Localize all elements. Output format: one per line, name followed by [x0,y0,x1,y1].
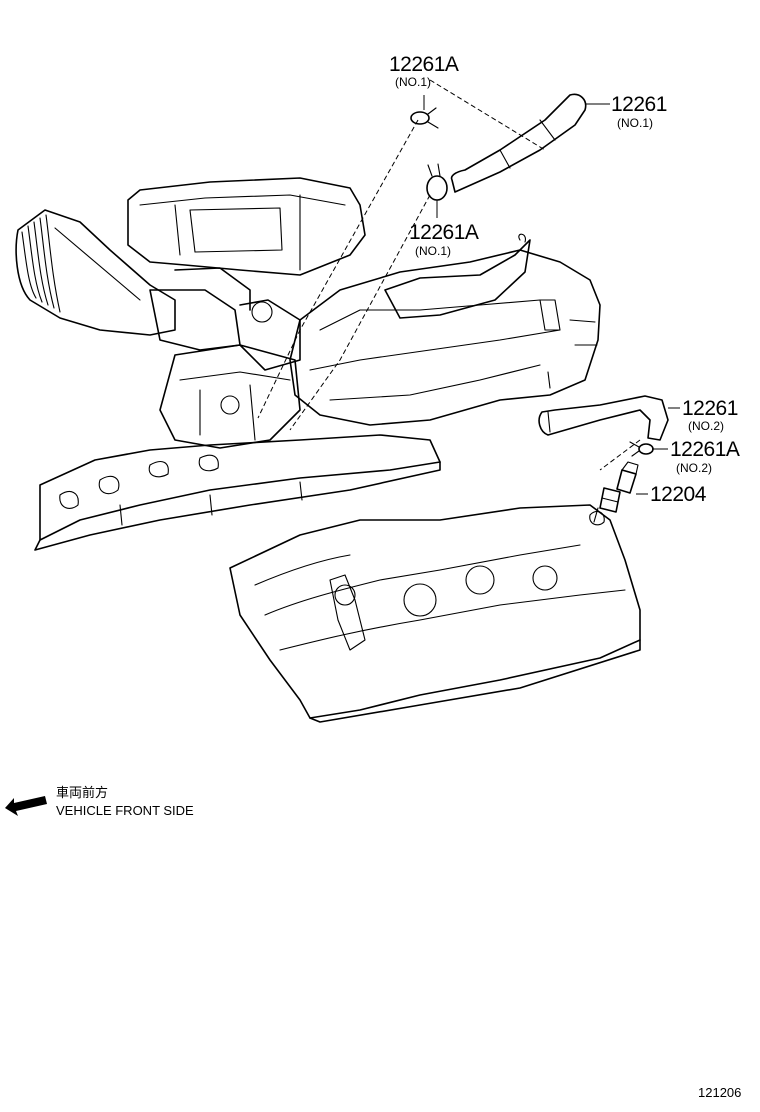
callout-hose-no1-part: 12261 [611,93,667,116]
callout-hose-no2-sub: (NO.2) [688,419,724,433]
hose-no2 [538,395,669,441]
intake-manifold [289,233,601,426]
callout-clip-no1-mid-sub: (NO.1) [415,244,451,258]
cylinder-head [34,434,441,551]
spark-plug [593,461,639,523]
cylinder-head-cover [229,504,641,723]
throttle-body [159,344,301,449]
leader-lines [423,95,680,495]
callout-clip-no1-top-part: 12261A [389,53,459,76]
callout-clip-no2-part: 12261A [670,438,740,461]
clip-no1-top [410,107,439,129]
direction-label-jp: 車両前方 [56,785,109,800]
hose-no1 [450,93,587,193]
callout-spark-plug-part: 12204 [650,483,706,506]
callout-clip-no1-top-sub: (NO.1) [395,75,431,89]
direction-label-en: VEHICLE FRONT SIDE [56,803,194,818]
callout-clip-no2-sub: (NO.2) [676,461,712,475]
diagram-id: 121206 [698,1085,742,1100]
air-intake-duct [15,209,301,371]
intake-plenum [127,177,366,276]
clip-no1-mid [426,163,448,201]
clip-no2 [629,441,654,457]
callout-hose-no2-part: 12261 [682,397,738,420]
assembly-guide-lines [257,79,641,471]
callout-clip-no1-mid-part: 12261A [409,221,479,244]
vehicle-front-arrow-icon [5,796,47,816]
callout-hose-no1-sub: (NO.1) [617,116,653,130]
